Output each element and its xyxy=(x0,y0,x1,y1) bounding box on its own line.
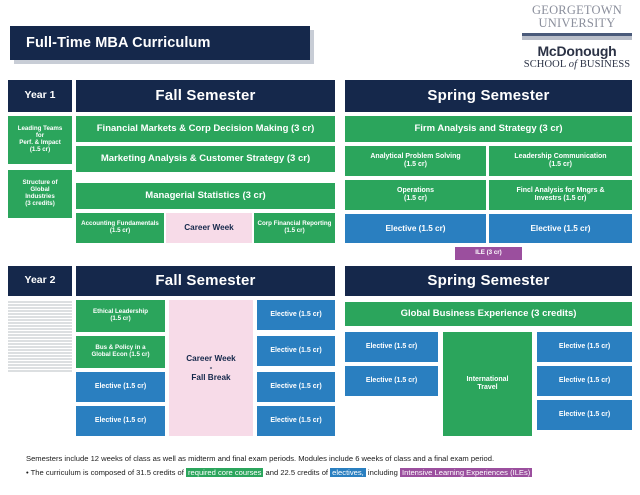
logo-of-word: of xyxy=(568,58,578,70)
footnotes: Semesters include 12 weeks of class as w… xyxy=(26,452,626,480)
year-2-fall-course-ethical-leadership: Ethical Leadership (1.5 cr) xyxy=(76,300,165,332)
course-line: (1.5 cr) xyxy=(549,161,572,168)
year-2-spring-elective-left-2: Elective (1.5 cr) xyxy=(345,366,438,396)
travel-line: International xyxy=(466,376,509,384)
module-line: Industries xyxy=(25,193,55,200)
footnote-line-2: • The curriculum is composed of 31.5 cre… xyxy=(26,466,626,479)
logo-georgetown-text: Georgetown xyxy=(532,3,622,17)
year-2-spring-elective-right-3: Elective (1.5 cr) xyxy=(537,400,632,430)
year-2-spring-international-travel: International Travel xyxy=(443,332,532,436)
year-1-spring-header: Spring Semester xyxy=(345,80,632,112)
career-week-line: Career Week xyxy=(186,354,236,364)
year-1-spring-course-firm-analysis: Firm Analysis and Strategy (3 cr) xyxy=(345,116,632,142)
course-line: Operations xyxy=(397,187,434,195)
year-1-spring-elective-1: Elective (1.5 cr) xyxy=(345,214,486,243)
course-line: Ethical Leadership xyxy=(92,308,149,316)
footnote-text-a: The curriculum is composed of 31.5 credi… xyxy=(30,468,186,478)
course-line: (1.5 cr) xyxy=(284,227,305,234)
logo-divider-rule xyxy=(522,33,632,41)
course-line: Global Econ (1.5 cr) xyxy=(91,351,150,358)
year-1-label: Year 1 xyxy=(8,80,72,112)
career-week-line: Fall Break xyxy=(191,372,231,382)
year-1-fall-course-marketing-analysis: Marketing Analysis & Customer Strategy (… xyxy=(76,146,335,172)
footnote-bullet: • xyxy=(26,468,29,478)
course-line: Bus & Policy in a xyxy=(95,344,146,352)
footnote-text-c: including xyxy=(365,468,400,478)
year-1-fall-module-leading-teams: Leading Teams for Perf. & Impact (1.5 cr… xyxy=(8,116,72,164)
logo-university-text: University xyxy=(538,16,616,31)
year-2-fall-career-week-fall-break: Career Week - Fall Break xyxy=(169,300,253,436)
module-line: (3 credits) xyxy=(25,199,55,207)
georgetown-mcdonough-logo: Georgetown University McDonough School o… xyxy=(522,3,632,70)
year-2-spring-elective-right-2: Elective (1.5 cr) xyxy=(537,366,632,396)
year-2-spring-elective-right-1: Elective (1.5 cr) xyxy=(537,332,632,362)
year-2-spring-course-global-business-experience: Global Business Experience (3 credits) xyxy=(345,302,632,326)
course-line: Fincl Analysis for Mngrs & xyxy=(516,187,605,195)
year-1-spring-course-analytical-problem-solving: Analytical Problem Solving (1.5 cr) xyxy=(345,146,486,176)
module-line: (1.5 cr) xyxy=(29,145,51,153)
footnote-highlight-core-courses: required core courses xyxy=(185,468,264,478)
year-1-spring-elective-2: Elective (1.5 cr) xyxy=(489,214,632,243)
year-2-fall-elective-right-1: Elective (1.5 cr) xyxy=(257,300,335,330)
year-1-fall-course-managerial-statistics: Managerial Statistics (3 cr) xyxy=(76,183,335,209)
course-line: (1.5 cr) xyxy=(404,195,427,202)
footnote-text-b: and 22.5 credits of xyxy=(263,468,331,478)
course-line: (1.5 cr) xyxy=(404,161,427,168)
year-2-fall-elective-right-4: Elective (1.5 cr) xyxy=(257,406,335,436)
course-line: Corp Financial Reporting xyxy=(257,220,332,228)
footnote-highlight-iles: Intensive Learning Experiences (ILEs) xyxy=(400,468,533,478)
year-1-spring-course-operations: Operations (1.5 cr) xyxy=(345,180,486,210)
logo-mcdonough-text: McDonough xyxy=(537,43,617,60)
year-2-fall-elective-left-2: Elective (1.5 cr) xyxy=(76,406,165,436)
module-line: Structure of xyxy=(22,179,58,187)
year-1-fall-course-accounting-fundamentals: Accounting Fundamentals (1.5 cr) xyxy=(76,213,164,243)
course-line: Leadership Communication xyxy=(514,153,607,161)
year-2-spring-header: Spring Semester xyxy=(345,266,632,296)
year-1-spring-course-fincl-analysis: Fincl Analysis for Mngrs & Investrs (1.5… xyxy=(489,180,632,210)
year-2-empty-module-placeholder xyxy=(8,300,72,372)
year-1-spring-ile-badge: ILE (3 cr) xyxy=(455,247,522,260)
logo-business-word: Business xyxy=(579,58,631,70)
year-1-fall-module-structure-global-industries: Structure of Global Industries (3 credit… xyxy=(8,170,72,218)
career-week-line: - xyxy=(209,363,213,373)
module-line: Perf. & Impact xyxy=(19,139,61,146)
year-2-fall-course-bus-policy-global-econ: Bus & Policy in a Global Econ (1.5 cr) xyxy=(76,336,165,368)
year-2-fall-header: Fall Semester xyxy=(76,266,335,296)
course-line: (1.5 cr) xyxy=(110,315,131,322)
year-1-fall-career-week: Career Week xyxy=(166,213,252,243)
course-line: Analytical Problem Solving xyxy=(370,153,461,161)
logo-school-of-business-text: School of Business xyxy=(522,59,632,70)
year-1-fall-course-corp-financial-reporting: Corp Financial Reporting (1.5 cr) xyxy=(254,213,335,243)
travel-line: Travel xyxy=(477,384,498,391)
year-2-fall-elective-right-2: Elective (1.5 cr) xyxy=(257,336,335,366)
course-line: (1.5 cr) xyxy=(109,227,131,234)
module-line: for xyxy=(35,132,45,140)
year-2-label: Year 2 xyxy=(8,266,72,296)
page-title: Full-Time MBA Curriculum xyxy=(26,35,211,51)
logo-school-word: School xyxy=(523,58,566,70)
module-line: Leading Teams xyxy=(17,125,63,133)
module-line: Global xyxy=(30,186,50,194)
course-line: Investrs (1.5 cr) xyxy=(534,195,587,202)
year-1-fall-header: Fall Semester xyxy=(76,80,335,112)
year-1-spring-course-leadership-communication: Leadership Communication (1.5 cr) xyxy=(489,146,632,176)
year-1-fall-course-financial-markets: Financial Markets & Corp Decision Making… xyxy=(76,116,335,142)
year-2-fall-elective-left-1: Elective (1.5 cr) xyxy=(76,372,165,402)
year-2-fall-elective-right-3: Elective (1.5 cr) xyxy=(257,372,335,402)
footnote-line-1: Semesters include 12 weeks of class as w… xyxy=(26,454,495,463)
course-line: Accounting Fundamentals xyxy=(81,220,159,228)
footnote-highlight-electives: electives, xyxy=(330,468,366,478)
year-2-spring-elective-left-1: Elective (1.5 cr) xyxy=(345,332,438,362)
page-title-banner: Full-Time MBA Curriculum xyxy=(10,26,310,60)
